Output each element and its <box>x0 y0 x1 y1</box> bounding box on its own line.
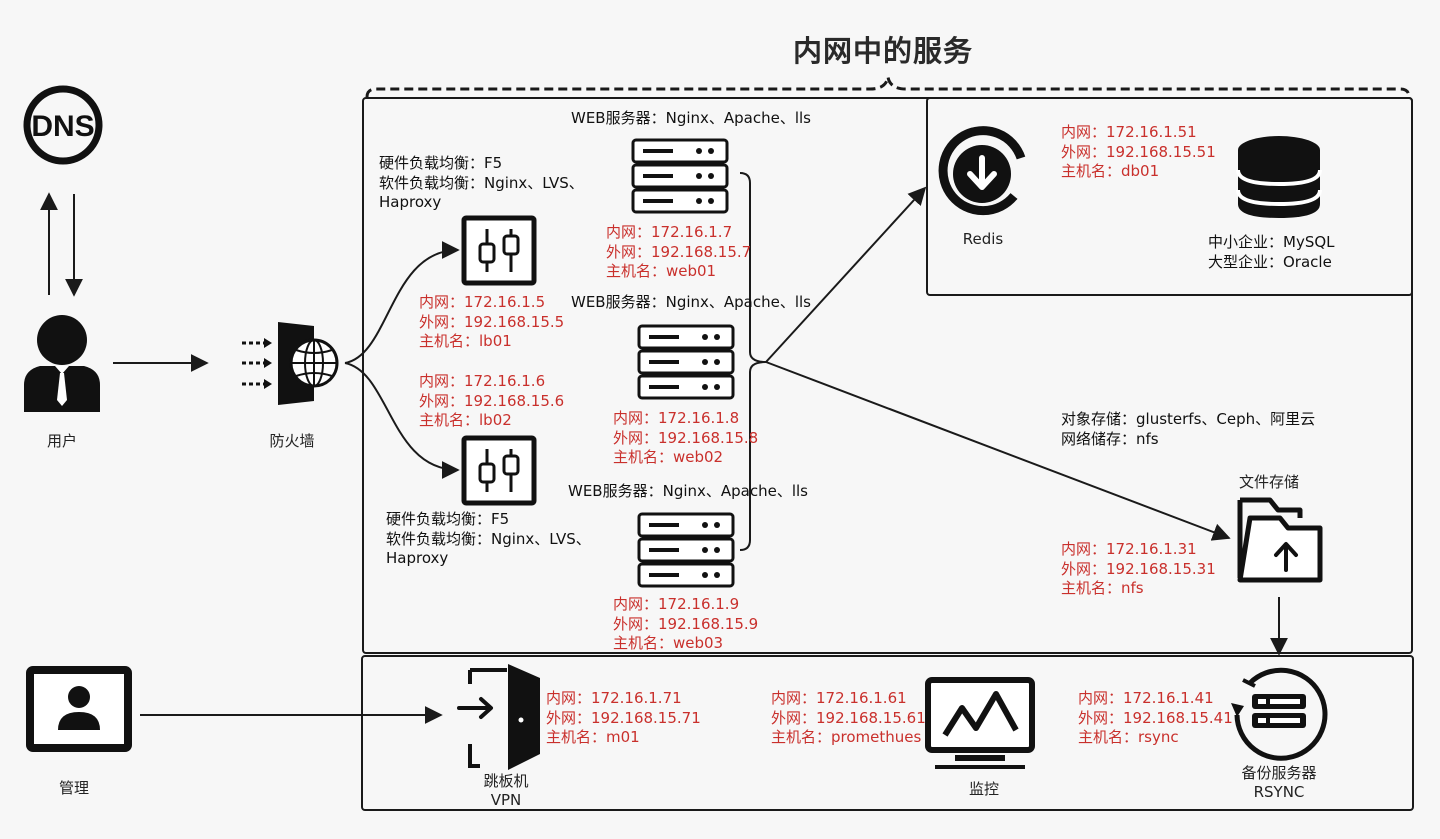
jump-server-label: 跳板机 VPN <box>466 772 546 810</box>
svg-text:DNS: DNS <box>31 110 94 143</box>
db01-ip-internal: 内网：172.16.1.51 <box>1061 123 1197 141</box>
lb-top-desc-line: 软件负载均衡：Nginx、LVS、 <box>379 173 584 192</box>
lb-top-desc: 硬件负载均衡：F5 软件负载均衡：Nginx、LVS、 Haproxy <box>379 154 584 213</box>
backup-server-label: 备份服务器 RSYNC <box>1229 764 1329 802</box>
management-frame <box>361 655 1414 811</box>
web02-info: 内网：172.16.1.8 外网：192.168.15.8 主机名：web02 <box>613 409 758 468</box>
web01-ip-external: 外网：192.168.15.7 <box>606 242 752 261</box>
monitoring-icon <box>925 677 1035 769</box>
nfs-ip-external: 外网：192.168.15.31 <box>1061 559 1216 578</box>
lb01-hostname: 主机名：lb01 <box>419 332 512 350</box>
lb-bottom-desc-line: 硬件负载均衡：F5 <box>386 510 510 528</box>
lb02-ip-internal: 内网：172.16.1.6 <box>419 372 546 390</box>
backup-server-icon <box>1231 667 1328 761</box>
web03-title: WEB服务器：Nginx、Apache、lls <box>568 482 809 500</box>
lb01-ip-internal: 内网：172.16.1.5 <box>419 293 546 311</box>
m01-info: 内网：172.16.1.71 外网：192.168.15.71 主机名：m01 <box>546 689 701 748</box>
redis-label: Redis <box>962 230 1004 248</box>
rsync-info: 内网：172.16.1.41 外网：192.168.15.41 主机名：rsyn… <box>1078 689 1233 748</box>
monitor-info: 内网：172.16.1.61 外网：192.168.15.61 主机名：prom… <box>771 689 926 748</box>
db-desc-line: 大型企业：Oracle <box>1208 252 1332 271</box>
rsync-ip-external: 外网：192.168.15.41 <box>1078 708 1233 727</box>
dns-icon: DNS <box>23 85 103 165</box>
arrow-web-to-storage <box>765 361 1231 541</box>
redis-icon <box>938 126 1026 216</box>
jump-server-label-line: 跳板机 <box>483 772 529 790</box>
web01-hostname: 主机名：web01 <box>606 262 717 280</box>
lb-bottom-desc: 硬件负载均衡：F5 软件负载均衡：Nginx、LVS、 Haproxy <box>386 510 591 569</box>
title-brace <box>365 76 1411 98</box>
db-desc: 中小企业：MySQL 大型企业：Oracle <box>1208 233 1335 272</box>
database-icon <box>1236 136 1322 218</box>
db01-info: 内网：172.16.1.51 外网：192.168.15.51 主机名：db01 <box>1061 123 1216 182</box>
m01-ip-external: 外网：192.168.15.71 <box>546 708 701 727</box>
load-balancer-icon-bottom <box>461 435 537 506</box>
web03-ip-external: 外网：192.168.15.9 <box>613 614 759 633</box>
user-label: 用户 <box>46 432 77 450</box>
storage-desc-line: 对象存储：glusterfs、Ceph、阿里云 <box>1061 410 1316 428</box>
m01-hostname: 主机名：m01 <box>546 728 640 746</box>
internal-services-frame <box>362 97 1413 654</box>
lb-top-desc-line: 硬件负载均衡：F5 <box>379 154 503 172</box>
database-box <box>926 97 1413 296</box>
web02-ip-external: 外网：192.168.15.8 <box>613 428 759 447</box>
lb02-info: 内网：172.16.1.6 外网：192.168.15.6 主机名：lb02 <box>419 372 564 431</box>
lb01-info: 内网：172.16.1.5 外网：192.168.15.5 主机名：lb01 <box>419 293 564 352</box>
web03-hostname: 主机名：web03 <box>613 634 724 652</box>
rsync-hostname: 主机名：rsync <box>1078 728 1179 746</box>
storage-desc-line: 网络储存：nfs <box>1061 429 1159 448</box>
monitor-label: 监控 <box>968 780 999 798</box>
manage-label: 管理 <box>58 779 89 797</box>
load-balancer-icon-top <box>461 215 537 286</box>
backup-server-label-line: RSYNC <box>1253 783 1305 801</box>
firewall-icon <box>242 322 339 405</box>
web02-ip-internal: 内网：172.16.1.8 <box>613 409 740 427</box>
nfs-ip-internal: 内网：172.16.1.31 <box>1061 540 1197 558</box>
web01-ip-internal: 内网：172.16.1.7 <box>606 223 733 241</box>
lb01-ip-external: 外网：192.168.15.5 <box>419 312 565 331</box>
firewall-label: 防火墙 <box>269 432 315 450</box>
arrow-web-to-db <box>765 186 927 363</box>
web-server-icon-1 <box>631 138 729 214</box>
monitor-ip-external: 外网：192.168.15.61 <box>771 708 926 727</box>
web02-hostname: 主机名：web02 <box>613 448 724 466</box>
storage-desc: 对象存储：glusterfs、Ceph、阿里云 网络储存：nfs <box>1061 410 1315 449</box>
admin-monitor-icon <box>26 666 132 752</box>
jump-server-door-icon <box>457 664 540 770</box>
web-server-icon-3 <box>637 512 735 588</box>
lb-bottom-desc-line: Haproxy <box>386 549 449 567</box>
backup-server-label-line: 备份服务器 <box>1241 764 1317 782</box>
lb-top-desc-line: Haproxy <box>379 193 442 211</box>
db01-ip-external: 外网：192.168.15.51 <box>1061 142 1216 161</box>
lb02-hostname: 主机名：lb02 <box>419 411 512 429</box>
file-storage-icon <box>1237 497 1323 583</box>
rsync-ip-internal: 内网：172.16.1.41 <box>1078 689 1214 707</box>
m01-ip-internal: 内网：172.16.1.71 <box>546 689 682 707</box>
web01-info: 内网：172.16.1.7 外网：192.168.15.7 主机名：web01 <box>606 223 751 282</box>
storage-label: 文件存储 <box>1238 473 1299 491</box>
arrow-firewall-to-lb01 <box>344 241 460 364</box>
db01-hostname: 主机名：db01 <box>1061 162 1160 180</box>
lb02-ip-external: 外网：192.168.15.6 <box>419 391 565 410</box>
nfs-info: 内网：172.16.1.31 外网：192.168.15.31 主机名：nfs <box>1061 540 1216 599</box>
nfs-hostname: 主机名：nfs <box>1061 579 1144 597</box>
lb-bottom-desc-line: 软件负载均衡：Nginx、LVS、 <box>386 529 591 548</box>
web01-title: WEB服务器：Nginx、Apache、lls <box>571 109 812 127</box>
diagram-title: 内网中的服务 <box>793 34 974 68</box>
jump-server-label-line: VPN <box>490 791 522 809</box>
user-icon <box>24 315 100 412</box>
arrow-firewall-to-lb02 <box>344 362 460 479</box>
monitor-ip-internal: 内网：172.16.1.61 <box>771 689 907 707</box>
web03-info: 内网：172.16.1.9 外网：192.168.15.9 主机名：web03 <box>613 595 758 654</box>
web03-ip-internal: 内网：172.16.1.9 <box>613 595 740 613</box>
web02-title: WEB服务器：Nginx、Apache、lls <box>571 293 812 311</box>
web-server-icon-2 <box>637 324 735 400</box>
db-desc-line: 中小企业：MySQL <box>1208 233 1335 251</box>
monitor-hostname: 主机名：promethues <box>771 728 922 746</box>
